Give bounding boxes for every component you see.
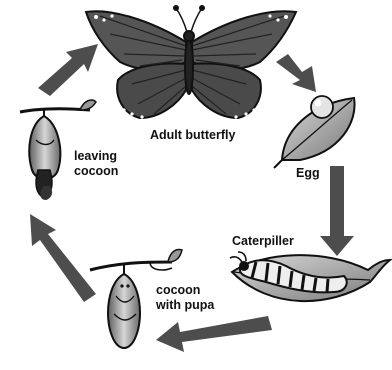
label-cocoon-with-pupa-1: cocoon bbox=[156, 283, 200, 297]
arrow-to-butterfly bbox=[38, 44, 98, 96]
butterfly-illustration bbox=[86, 6, 296, 119]
label-caterpillar: Caterpiller bbox=[232, 234, 294, 248]
label-leaving-cocoon-1: leaving bbox=[74, 149, 117, 163]
arrow-to-egg bbox=[276, 54, 316, 92]
caterpillar-illustration bbox=[230, 252, 390, 301]
arrow-to-leaving bbox=[30, 214, 96, 302]
label-leaving-cocoon-2: cocoon bbox=[74, 164, 118, 178]
left-hindwing bbox=[117, 64, 186, 118]
arrow-to-pupa bbox=[156, 316, 272, 352]
label-adult-butterfly: Adult butterfly bbox=[150, 128, 235, 142]
pupa bbox=[108, 274, 140, 348]
label-cocoon-with-pupa-2: with pupa bbox=[155, 298, 215, 312]
egg-illustration bbox=[274, 96, 355, 168]
egg bbox=[311, 96, 333, 118]
right-hindwing bbox=[192, 64, 261, 118]
arrow-to-caterpillar bbox=[320, 166, 354, 256]
label-egg: Egg bbox=[296, 166, 320, 180]
